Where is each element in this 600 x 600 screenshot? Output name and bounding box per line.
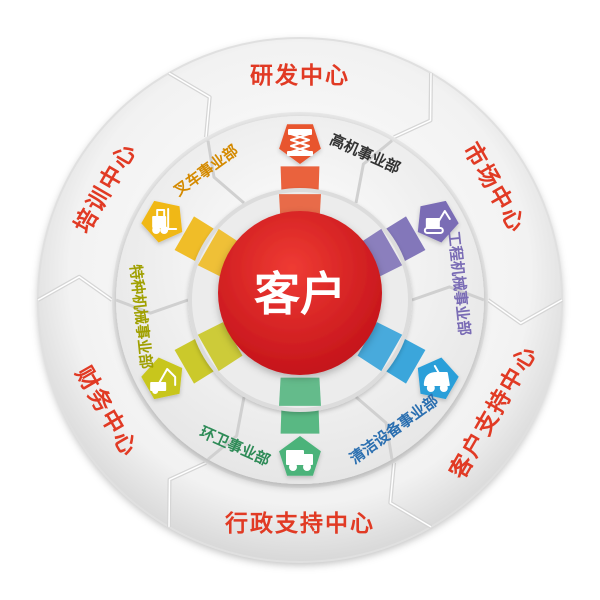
division-hub-segment — [357, 228, 403, 278]
center-label: 客户 — [254, 267, 346, 321]
division-hub-segment — [197, 322, 243, 372]
center-circle — [218, 211, 382, 375]
crane-arm-icon — [150, 368, 177, 394]
division-hub-segment — [357, 322, 403, 372]
outer-ring-label: 研发中心 — [250, 62, 350, 89]
division-hub-segment — [279, 377, 321, 406]
excavator-icon — [423, 210, 451, 234]
division-hub-segment — [197, 228, 243, 278]
outer-ring-label: 行政支持中心 — [224, 510, 375, 537]
sanitation-truck-icon — [286, 450, 313, 471]
forklift-icon — [152, 208, 178, 234]
floor-scrubber-icon — [423, 365, 450, 392]
scissor-lift-icon — [287, 129, 313, 156]
